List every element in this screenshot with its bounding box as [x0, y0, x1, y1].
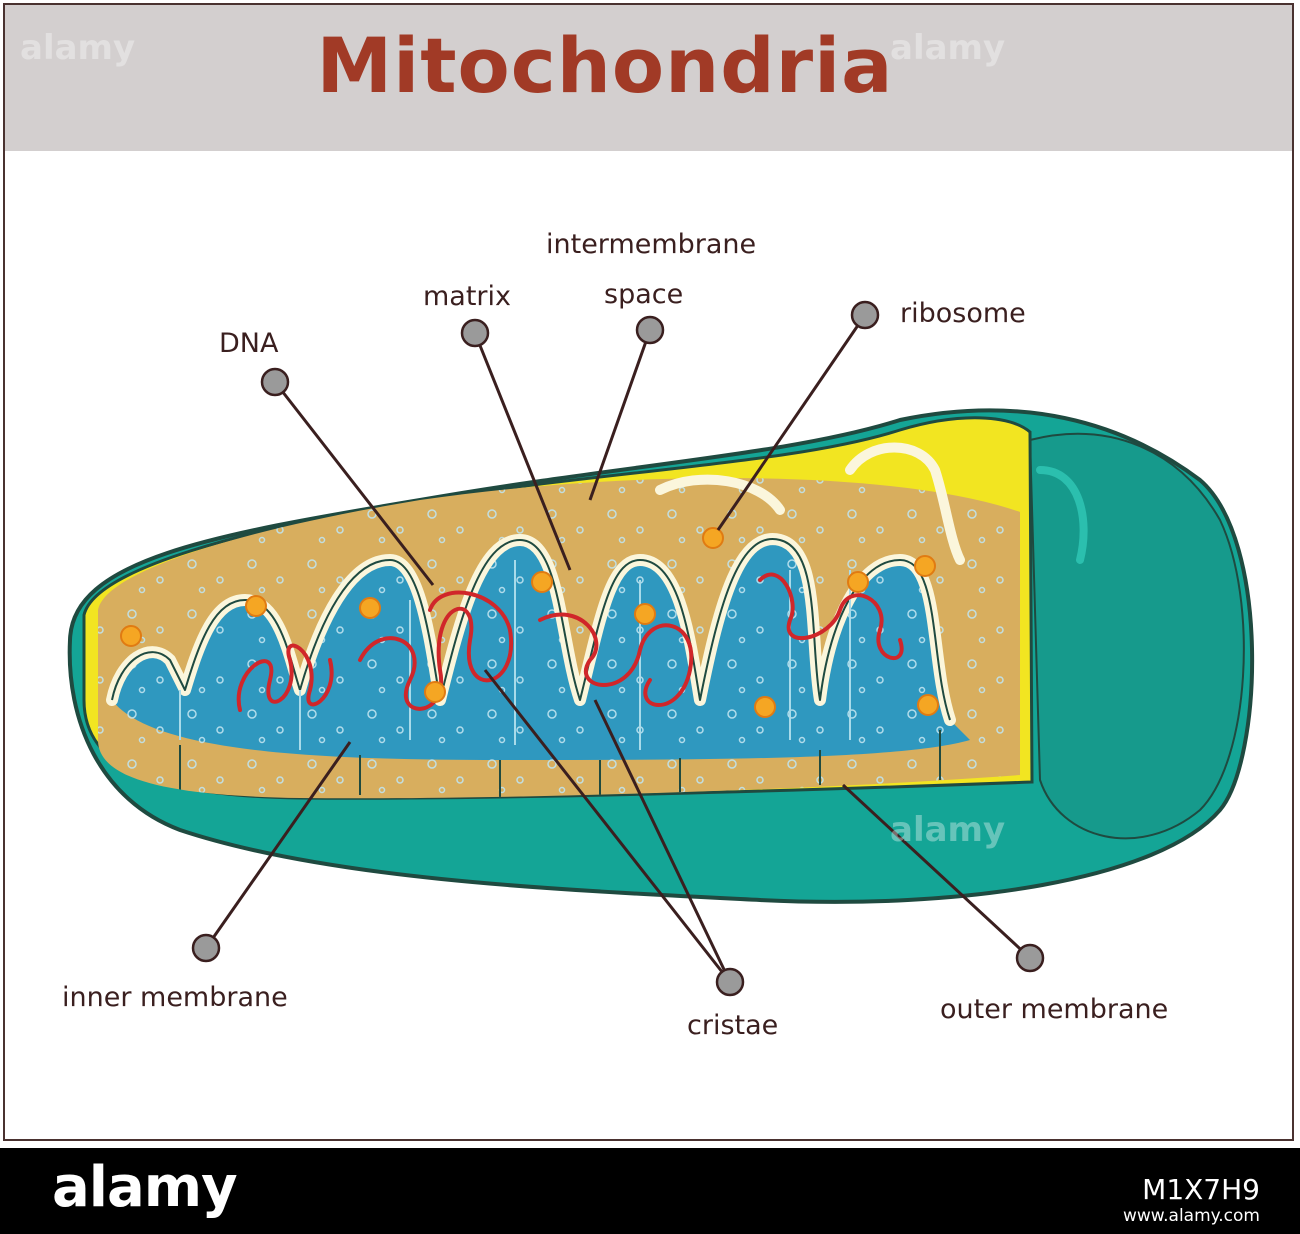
image-id: M1X7H9: [1142, 1173, 1260, 1206]
ribosome-pointer-dot: [850, 300, 880, 330]
label-cristae: cristae: [687, 1010, 778, 1041]
stock-footer-bar: [0, 1148, 1300, 1234]
label-outer-membrane: outer membrane: [940, 994, 1168, 1025]
label-ribosome: ribosome: [900, 298, 1026, 329]
mitochondrion-diagram: DNA matrix intermembrane space ribosome …: [62, 229, 1255, 1041]
watermark: alamy: [890, 810, 1006, 850]
label-dna: DNA: [219, 328, 279, 359]
matrix-pointer-dot: [460, 318, 490, 348]
figure-panel: Mitochondria: [3, 3, 1294, 1141]
label-intermembrane: intermembrane: [546, 229, 756, 260]
ribosomes: [120, 527, 939, 718]
watermark: alamy: [890, 28, 1006, 68]
diagram-title: Mitochondria: [316, 21, 894, 110]
label-inner-membrane: inner membrane: [62, 982, 288, 1013]
label-space: space: [604, 279, 683, 310]
inner-membrane-upper: [655, 442, 965, 565]
website-url: www.alamy.com: [1122, 1206, 1260, 1226]
figure-border: [3, 3, 1294, 1141]
inner-membrane-pointer-dot: [191, 933, 221, 963]
title-band: [5, 5, 1292, 151]
label-matrix: matrix: [423, 281, 511, 312]
intermembrane-space-pointer-dot: [635, 315, 665, 345]
outer-membrane-pointer-dot: [1015, 943, 1045, 973]
brand-logo: alamy: [52, 1155, 238, 1220]
dna-strands: [236, 572, 904, 712]
cristae-pointer-dot: [715, 967, 745, 997]
leader-lines: [204, 314, 1032, 983]
watermark: alamy: [20, 28, 136, 68]
dna-pointer-dot: [260, 367, 290, 397]
